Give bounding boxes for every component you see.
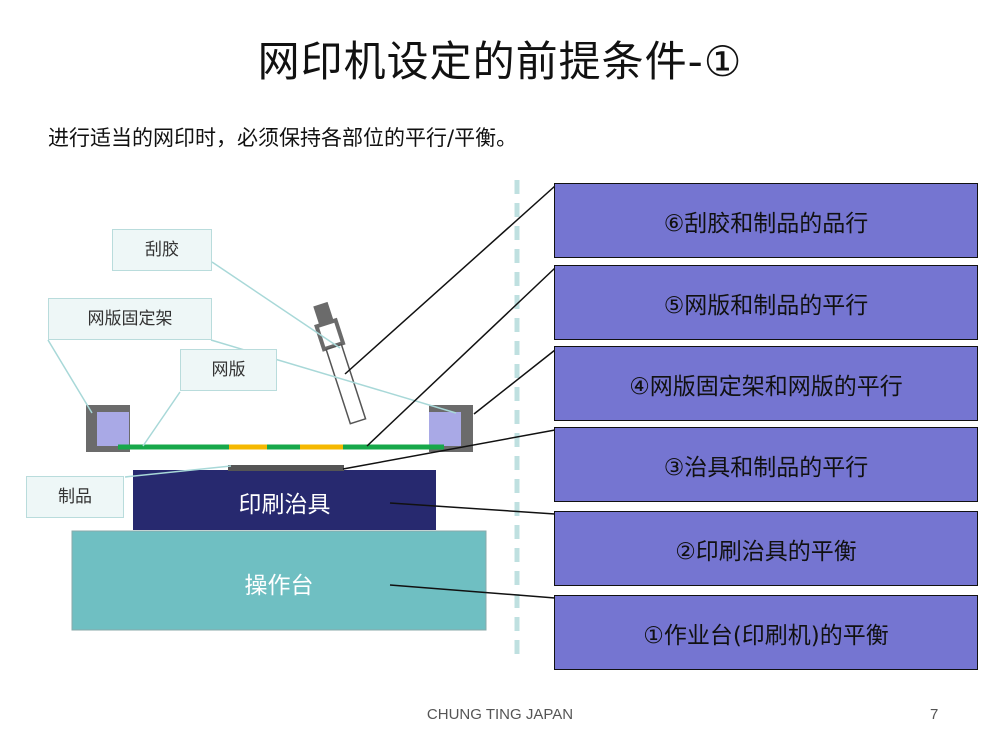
condition-box-4: ④网版固定架和网版的平行: [554, 346, 978, 421]
leader-condition-1: [389, 584, 556, 599]
condition-box-2: ②印刷治具的平衡: [554, 511, 978, 586]
leader-frame-holder: [47, 339, 93, 414]
frame-holder-right: [429, 405, 473, 452]
page-number: 7: [930, 706, 939, 723]
leader-product: [124, 465, 232, 478]
condition-box-1: ①作业台(印刷机)的平衡: [554, 595, 978, 670]
leader-screen: [142, 391, 181, 447]
footer-company: CHUNG TING JAPAN: [426, 706, 574, 723]
leader-squeegee: [211, 261, 341, 349]
callout-frame-holder: 网版固定架: [48, 298, 212, 340]
squeegee-tool: [313, 301, 367, 425]
table-label: 操作台: [244, 573, 314, 599]
leader-condition-2: [389, 502, 556, 515]
frame-holder-left: [86, 405, 130, 452]
page-subtitle: 进行适当的网印时，必须保持各部位的平行/平衡。: [48, 126, 518, 150]
product-piece: [228, 465, 344, 471]
condition-box-5: ⑤网版和制品的平行: [554, 265, 978, 340]
printing-jig: [133, 470, 436, 530]
jig-label: 印刷治具: [238, 492, 331, 518]
leader-condition-6: [344, 185, 556, 375]
page-title: 网印机设定的前提条件-①: [257, 37, 743, 86]
callout-squeegee: 刮胶: [112, 229, 212, 271]
condition-box-3: ③治具和制品的平行: [554, 427, 978, 502]
operation-table: [71, 530, 487, 631]
leader-condition-3: [342, 429, 556, 470]
leader-condition-5: [366, 267, 556, 447]
callout-product: 制品: [26, 476, 124, 518]
leader-condition-4: [473, 349, 556, 415]
condition-box-6: ⑥刮胶和制品的品行: [554, 183, 978, 258]
callout-screen: 网版: [180, 349, 277, 391]
